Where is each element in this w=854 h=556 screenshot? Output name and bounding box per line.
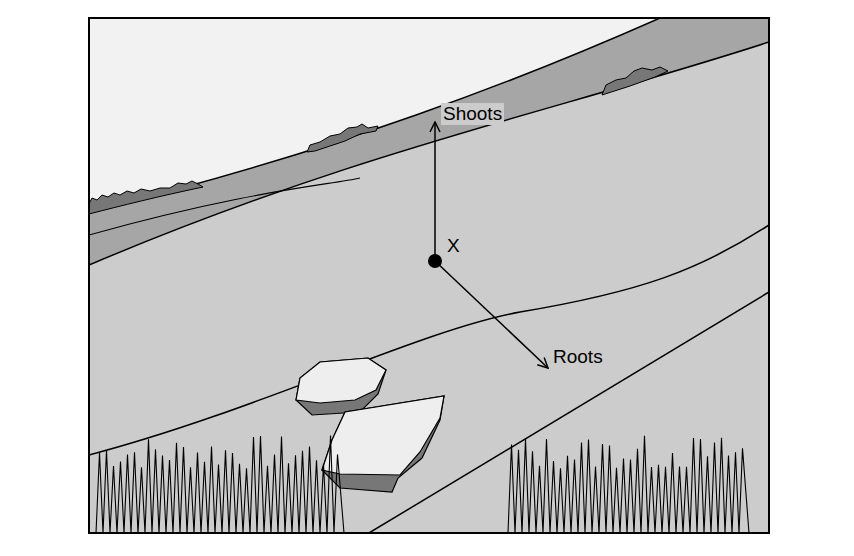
diagram-label: Roots (551, 346, 605, 368)
diagram-label: X (445, 235, 462, 257)
grass-tuft (508, 436, 749, 533)
diagram-label: Shoots (441, 103, 504, 125)
grass-tuft (96, 436, 344, 533)
